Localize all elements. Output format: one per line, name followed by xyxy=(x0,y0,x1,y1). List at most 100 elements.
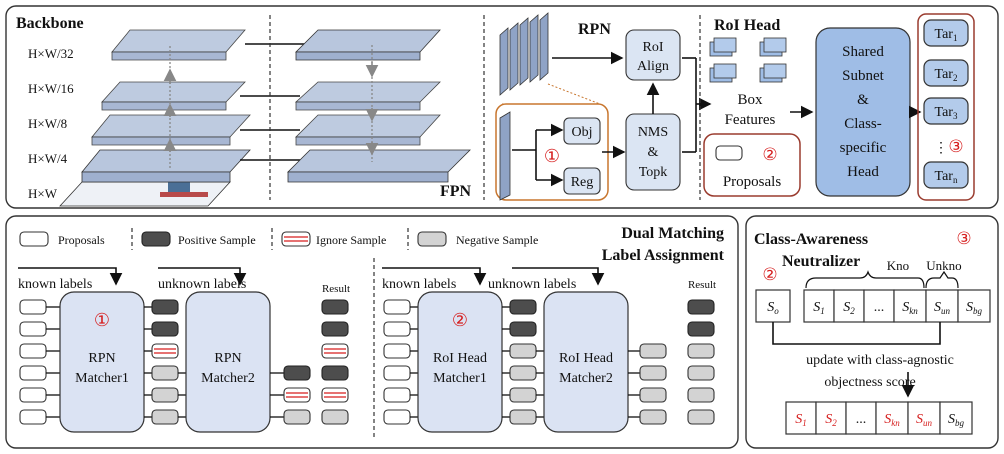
scale-label-8: H×W/8 xyxy=(28,116,67,131)
svg-text:S2: S2 xyxy=(825,412,837,428)
roi-matcher1-line1: RoI Head xyxy=(433,351,487,366)
roi-col2-samples xyxy=(502,299,544,425)
proposals-box xyxy=(703,133,801,197)
fpn-layer-4 xyxy=(287,149,471,173)
backbone-layer-16 xyxy=(101,81,246,103)
roi-matcher2-line1: RoI Head xyxy=(559,351,613,366)
legend-proposals: Proposals xyxy=(58,233,105,247)
nms-line1: NMS xyxy=(638,125,668,140)
proposals-label: Proposals xyxy=(723,174,782,190)
fpn-stack xyxy=(287,29,471,183)
legend-ignore: Ignore Sample xyxy=(316,233,386,247)
rpn-result-label: Result xyxy=(322,283,350,295)
subnet-line-5: specific xyxy=(840,140,887,156)
roi-align-node xyxy=(625,29,681,81)
dual-matching-title-1: Dual Matching xyxy=(621,225,724,242)
svg-text:Sbg: Sbg xyxy=(948,412,965,428)
roi-matcher2-outputs xyxy=(628,343,667,425)
roi-unknown-labels: unknown labels xyxy=(488,277,576,292)
rpn-matcher1 xyxy=(59,291,145,433)
legend-negative: Negative Sample xyxy=(456,233,538,247)
update-line-1: update with class-agnostic xyxy=(806,353,954,368)
fpn-layer-8 xyxy=(295,114,441,138)
fpn-label: FPN xyxy=(440,183,472,200)
class-awareness-panel xyxy=(745,215,999,449)
fpn-layer-32 xyxy=(295,29,441,53)
svg-text:Tar1: Tar1 xyxy=(935,27,958,43)
roi-matcher2 xyxy=(543,291,629,433)
score-cell-dots xyxy=(863,289,895,323)
reg-node xyxy=(563,167,601,195)
legend: Proposals Positive Sample Ignore Sample … xyxy=(19,228,538,250)
rpn-matcher2-line2: Matcher2 xyxy=(201,371,255,386)
updated-cell-s2 xyxy=(815,401,847,435)
scale-label-1: H×W xyxy=(28,186,58,201)
rpn-known-labels: known labels xyxy=(18,277,92,292)
scale-label-32: H×W/32 xyxy=(28,46,74,61)
scale-labels: H×W/32 H×W/16 H×W/8 H×W/4 H×W xyxy=(28,46,74,201)
scale-label-4: H×W/4 xyxy=(28,151,68,166)
roi-matcher2-line2: Matcher2 xyxy=(559,371,613,386)
backbone-layer-8 xyxy=(91,114,251,138)
svg-text:S1: S1 xyxy=(795,412,807,428)
marker-2-roi: ② xyxy=(452,310,468,330)
score-row-2: S1 S2 ... Skn Sun Sbg xyxy=(785,401,973,435)
box-feature-cubes xyxy=(709,37,787,83)
update-arrow-path xyxy=(772,322,941,345)
rpn-matcher1-line2: Matcher1 xyxy=(75,371,129,386)
marker-1-top: ① xyxy=(544,146,560,166)
unkno-label: Unkno xyxy=(926,258,961,273)
svg-text:Tar2: Tar2 xyxy=(935,67,958,83)
updated-cell-sbg xyxy=(939,401,973,435)
updated-cell-dots xyxy=(845,401,877,435)
roi-matcher1 xyxy=(417,291,503,433)
svg-text:So: So xyxy=(767,300,779,316)
svg-text:...: ... xyxy=(874,300,885,315)
kno-label: Kno xyxy=(887,258,909,273)
unkno-brace xyxy=(925,270,959,289)
score-row-1: So S1 S2 ... Skn Sun Sbg xyxy=(755,289,991,323)
target-1 xyxy=(923,19,969,47)
target-3 xyxy=(923,97,969,125)
svg-text:...: ... xyxy=(856,412,867,427)
roi-matcher1-line2: Matcher1 xyxy=(433,371,487,386)
svg-text:Sun: Sun xyxy=(934,300,951,316)
rpn-col1-proposals xyxy=(19,299,60,425)
marker-2-top: ② xyxy=(762,145,777,164)
box-features-line2: Features xyxy=(725,112,776,128)
subnet-line-2: Subnet xyxy=(842,68,885,84)
subnet-line-4: Class- xyxy=(844,116,882,132)
nms-line2: & xyxy=(648,145,659,160)
svg-text:Skn: Skn xyxy=(884,412,900,428)
rpn-label: RPN xyxy=(578,21,611,38)
marker-1-rpn: ① xyxy=(94,310,110,330)
svg-text:Sun: Sun xyxy=(916,412,933,428)
update-line-2: objectness score xyxy=(824,375,915,390)
fpn-layer-16 xyxy=(294,81,441,103)
roi-align-line1: RoI xyxy=(643,40,664,55)
rpn-head-feature xyxy=(499,111,511,201)
rpn-matcher1-line1: RPN xyxy=(88,351,115,366)
updated-cell-sun xyxy=(907,401,941,435)
score-cell-s2 xyxy=(833,289,865,323)
svg-text:Tar3: Tar3 xyxy=(935,105,958,121)
backbone-title: Backbone xyxy=(16,15,84,32)
scale-label-16: H×W/16 xyxy=(28,81,74,96)
rpn-matcher2 xyxy=(185,291,271,433)
rpn-matcher2-line1: RPN xyxy=(214,351,241,366)
roi-align-line2: Align xyxy=(637,59,669,74)
score-cell-so xyxy=(755,289,791,323)
rpn-unknown-labels: unknown labels xyxy=(158,277,246,292)
neutralizer-title-1: Class-Awareness xyxy=(754,231,868,248)
score-cell-sbg xyxy=(957,289,991,323)
backbone-stack xyxy=(59,29,251,207)
targets-box xyxy=(917,13,975,201)
neutralizer-title-2: Neutralizer xyxy=(782,253,860,270)
target-n xyxy=(923,161,969,189)
updated-cell-s1 xyxy=(785,401,817,435)
subnet-line-1: Shared xyxy=(842,44,884,60)
shared-subnet-text: Shared Subnet & Class- specific Head xyxy=(840,44,887,180)
target-list: Tar1 Tar2 Tar3 ⋮ ③ Tarn xyxy=(923,19,969,189)
svg-text:S2: S2 xyxy=(843,300,855,316)
proposal-icon xyxy=(715,145,743,161)
